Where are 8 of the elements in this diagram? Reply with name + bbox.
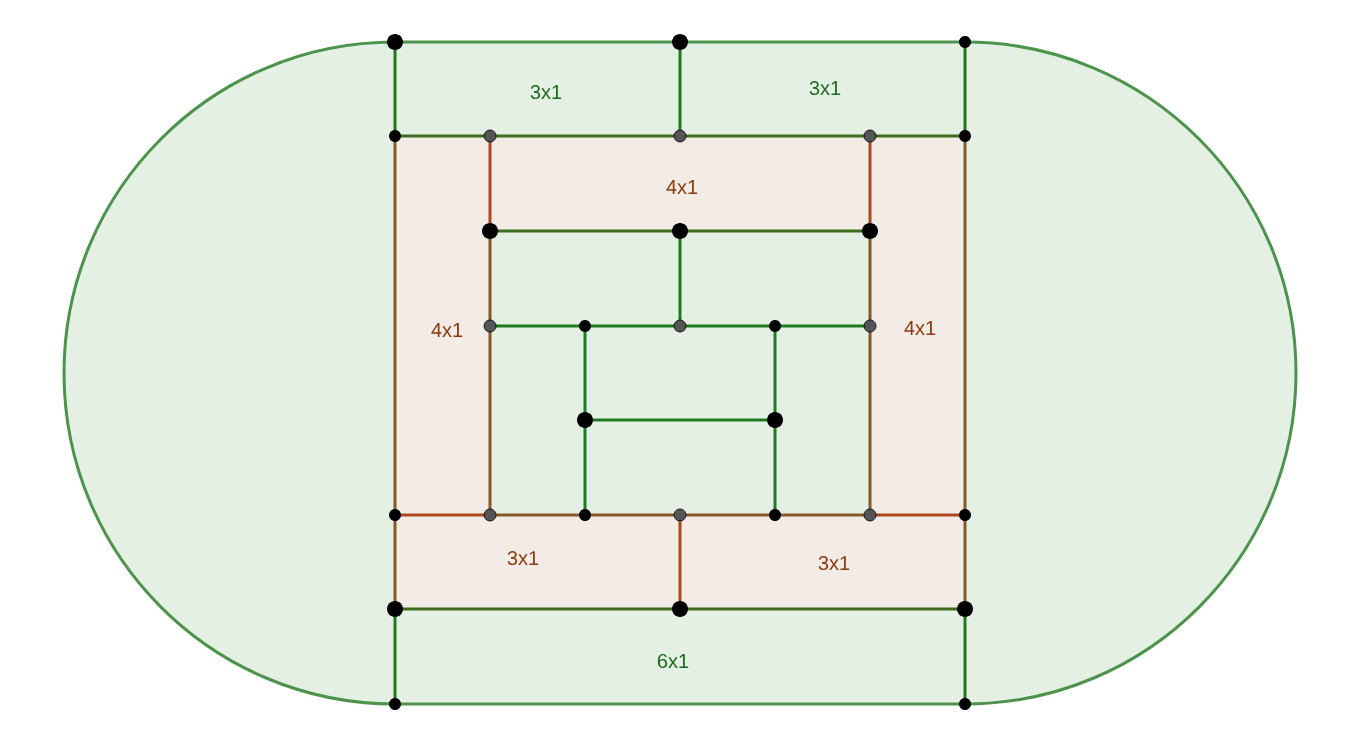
region-label: 4x1 [431,323,463,337]
region-label: 3x1 [809,80,841,96]
region-label: 3x1 [530,84,562,100]
region-label: 3x1 [818,555,850,571]
region-label: 4x1 [904,321,936,335]
region-label: 6x1 [657,653,689,669]
region-label: 3x1 [507,550,539,566]
region-label: 4x1 [666,180,698,194]
